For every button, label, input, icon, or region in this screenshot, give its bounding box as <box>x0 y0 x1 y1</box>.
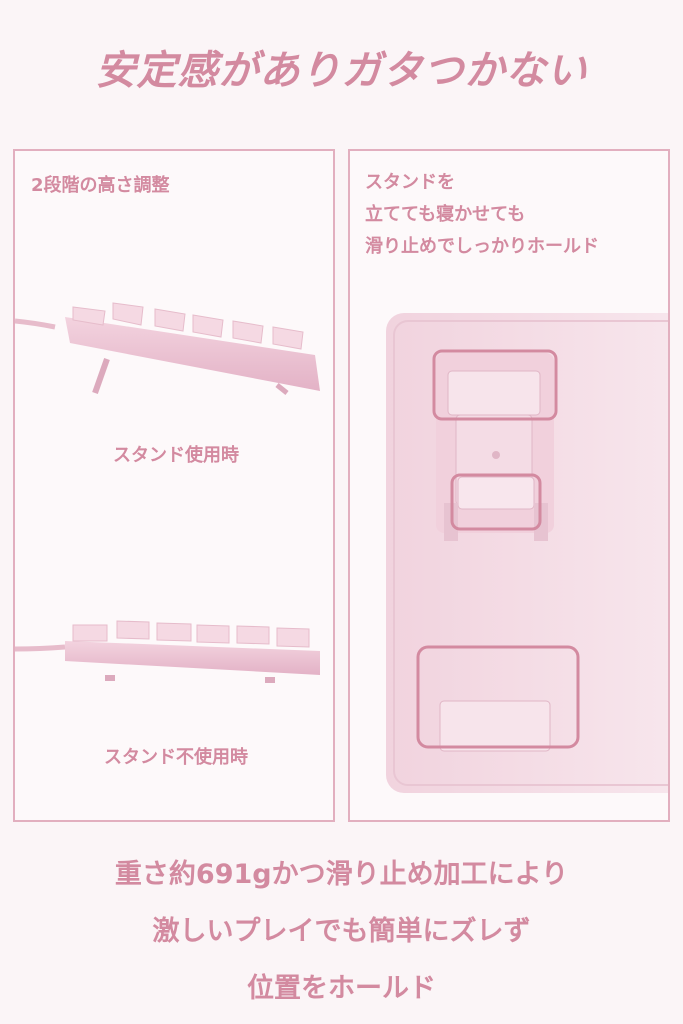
antislip-label-line: 滑り止めでしっかりホールド <box>365 236 599 257</box>
bottom-line: 激しいプレイでも簡単にズレず <box>152 916 531 947</box>
keyboard-with-stand-image <box>15 302 320 395</box>
antislip-label-line: スタンドを <box>365 172 455 193</box>
antislip-label-line: 立てても寝かせても <box>365 204 526 225</box>
antislip-panel: スタンドを 立てても寝かせても 滑り止めでしっかりホールド <box>348 149 670 822</box>
bottom-line: 重さ約691gかつ滑り止め加工により <box>114 859 569 890</box>
keyboard-without-stand-image <box>15 620 320 683</box>
height-adjust-label: 2段階の高さ調整 <box>31 175 170 196</box>
page-title: 安定感がありガタつかない <box>95 48 588 94</box>
caption-without-stand: スタンド不使用時 <box>104 747 248 768</box>
height-adjust-panel: 2段階の高さ調整 スタンド使用時 <box>13 149 335 822</box>
bottom-description: 重さ約691gかつ滑り止め加工により 激しいプレイでも簡単にズレず 位置をホール… <box>0 846 683 1017</box>
caption-with-stand: スタンド使用時 <box>113 445 239 466</box>
antislip-label: スタンドを 立てても寝かせても 滑り止めでしっかりホールド <box>365 167 599 263</box>
keyboard-underside-image <box>386 313 668 793</box>
bottom-line: 位置をホールド <box>247 973 436 1004</box>
